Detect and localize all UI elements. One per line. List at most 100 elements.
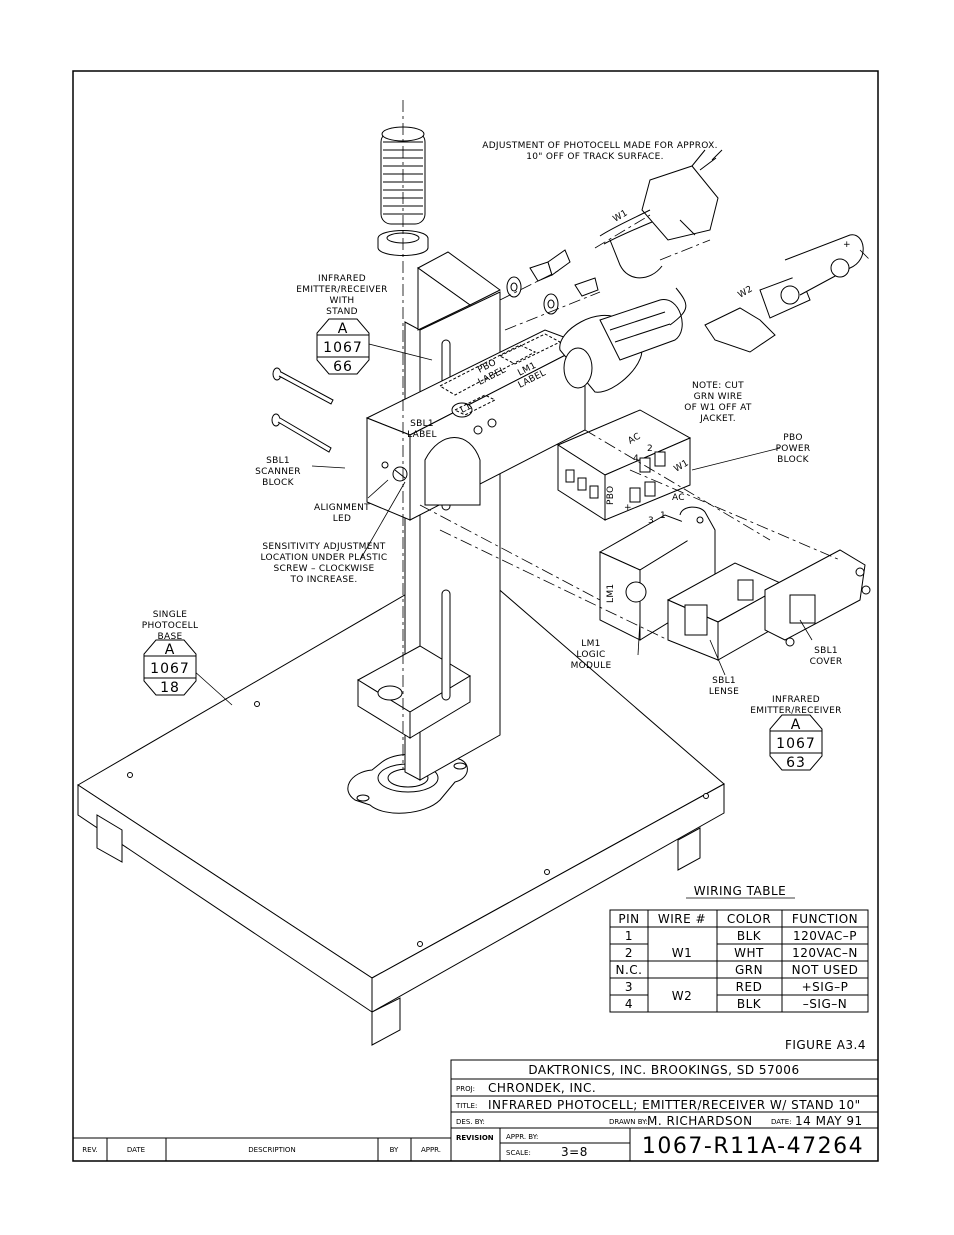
scanner-block	[365, 329, 587, 521]
lm1-module-text: LM1	[606, 584, 616, 603]
hex-number: 1067	[150, 661, 190, 677]
callout-line: SCANNER	[255, 467, 301, 477]
wiring-cell: 3	[625, 980, 633, 994]
callout-line: SENSITIVITY ADJUSTMENT	[262, 542, 385, 552]
drawn-by-label: DRAWN BY:	[609, 1118, 648, 1126]
wiring-header: WIRE #	[658, 912, 706, 926]
callout-line: TO INCREASE.	[289, 575, 357, 585]
wingnuts	[506, 249, 599, 315]
wiring-header: PIN	[618, 912, 639, 926]
hex-number: 63	[786, 755, 806, 771]
callout-line: LOCATION UNDER PLASTIC	[261, 553, 388, 563]
hex-tag-66-text: A 1067 66	[323, 321, 362, 375]
sbl1-cover-callout: SBL1 COVER	[810, 646, 843, 667]
centerlines	[402, 100, 871, 770]
plus-polarity-label: +	[843, 240, 851, 250]
callout-line: OF W1 OFF AT	[684, 403, 752, 413]
cord-w1	[599, 209, 687, 326]
callout-line: SBL1	[814, 646, 838, 656]
title-label: TITLE:	[455, 1102, 477, 1110]
hex-letter: A	[165, 642, 176, 658]
emitter-stand-callout: INFRARED EMITTER/RECEIVER WITH STAND	[296, 274, 387, 317]
wiring-cell: –SIG–N	[803, 997, 847, 1011]
pin-label: 2	[647, 444, 653, 454]
wiring-table-grid	[609, 897, 869, 1013]
revision-header: REV.	[82, 1146, 97, 1154]
callout-line: BASE	[158, 632, 183, 642]
callout-line: GRN WIRE	[694, 392, 743, 402]
wiring-cell: +SIG–P	[802, 980, 849, 994]
wire-group: W1	[672, 946, 693, 960]
figure-label: FIGURE A3.4	[785, 1038, 866, 1052]
sensitivity-callout: SENSITIVITY ADJUSTMENT LOCATION UNDER PL…	[261, 542, 388, 585]
sbl1-lense-callout: SBL1 LENSE	[709, 676, 739, 697]
plus-terminal-label: +	[624, 503, 632, 513]
revision-header: APPR.	[421, 1146, 441, 1154]
title-value: INFRARED PHOTOCELL; EMITTER/RECEIVER W/ …	[488, 1098, 861, 1112]
callout-line: PBO	[783, 433, 802, 443]
callout-line: MODULE	[571, 661, 612, 671]
company-name: DAKTRONICS, INC. BROOKINGS, SD 57006	[528, 1063, 799, 1077]
sbl1-scanner-block-callout: SBL1 SCANNER BLOCK	[255, 456, 301, 488]
proj-value: CHRONDEK, INC.	[488, 1081, 596, 1095]
pbo-block-text: PBO	[606, 486, 616, 505]
callout-line: STAND	[326, 307, 358, 317]
adjustment-note-line1: ADJUSTMENT OF PHOTOCELL MADE FOR APPROX.	[482, 141, 718, 151]
wiring-cell: 4	[625, 997, 633, 1011]
hex-letter: A	[338, 321, 349, 337]
scale-label: SCALE:	[506, 1149, 531, 1157]
drawing-number: 1067-R11A-47264	[642, 1134, 864, 1159]
callout-line: LOGIC	[576, 650, 605, 660]
wiring-cell: N.C.	[616, 963, 643, 977]
wiring-cell: BLK	[737, 929, 762, 943]
pin-label: 3	[648, 516, 654, 526]
cable-gland	[559, 299, 683, 393]
wiring-table-title: WIRING TABLE	[694, 884, 786, 898]
wiring-cell: 1	[625, 929, 633, 943]
des-by-label: DES. BY:	[456, 1118, 485, 1126]
callout-line: COVER	[810, 657, 843, 667]
adjustment-note-line2: 10" OFF OF TRACK SURFACE.	[526, 152, 664, 162]
label-outlines	[438, 333, 562, 416]
callout-line: SCREW – CLOCKWISE	[273, 564, 374, 574]
wiring-table: WIRING TABLE PIN WIRE # COLOR FUNCTION 1…	[616, 884, 859, 1011]
drawn-by-value: M. RICHARDSON	[647, 1114, 753, 1128]
callout-line: SINGLE	[153, 610, 188, 620]
appr-by-label: APPR. BY:	[506, 1133, 538, 1141]
wiring-header: FUNCTION	[792, 912, 858, 926]
wiring-cell: NOT USED	[792, 963, 859, 977]
hex-tag-18-text: A 1067 18	[150, 642, 190, 696]
wire-group: W2	[672, 989, 693, 1003]
sbl1-label-callout: SBL1 LABEL	[407, 419, 437, 440]
lm1-module-callout: LM1 LOGIC MODULE	[571, 639, 612, 671]
hex-tag-63-text: A 1067 63	[776, 717, 815, 771]
adjustment-note: ADJUSTMENT OF PHOTOCELL MADE FOR APPROX.…	[482, 141, 718, 162]
pbo-label-callout: PBO LABEL	[476, 358, 507, 388]
callout-line: BLOCK	[262, 478, 294, 488]
callout-line: LM1	[581, 639, 600, 649]
hex-number: 66	[333, 359, 353, 375]
callout-line: LED	[333, 514, 352, 524]
revision-header: DATE	[127, 1146, 145, 1154]
hex-tag-63	[769, 714, 823, 771]
mounting-screws	[271, 367, 334, 453]
l1-tag: L1	[459, 402, 474, 416]
alignment-led-callout: ALIGNMENT LED	[314, 503, 370, 524]
callout-line: LENSE	[709, 687, 739, 697]
callout-line: BLOCK	[777, 455, 809, 465]
wiring-cell: 120VAC–P	[793, 929, 857, 943]
date-value: 14 MAY 91	[795, 1114, 863, 1128]
pin-label: 1	[660, 511, 666, 521]
emitter-receiver-callout: INFRARED EMITTER/RECEIVER	[750, 695, 841, 716]
hex-number: 18	[160, 680, 180, 696]
revision-block: REV. DATE DESCRIPTION BY APPR.	[82, 1146, 441, 1154]
callout-line: LABEL	[407, 430, 437, 440]
callout-line: EMITTER/RECEIVER	[750, 706, 841, 716]
wiring-header: COLOR	[727, 912, 771, 926]
callout-line: SBL1	[712, 676, 736, 686]
wiring-cell: 2	[625, 946, 633, 960]
wiring-cell: RED	[736, 980, 763, 994]
proj-label: PROJ:	[456, 1085, 475, 1093]
